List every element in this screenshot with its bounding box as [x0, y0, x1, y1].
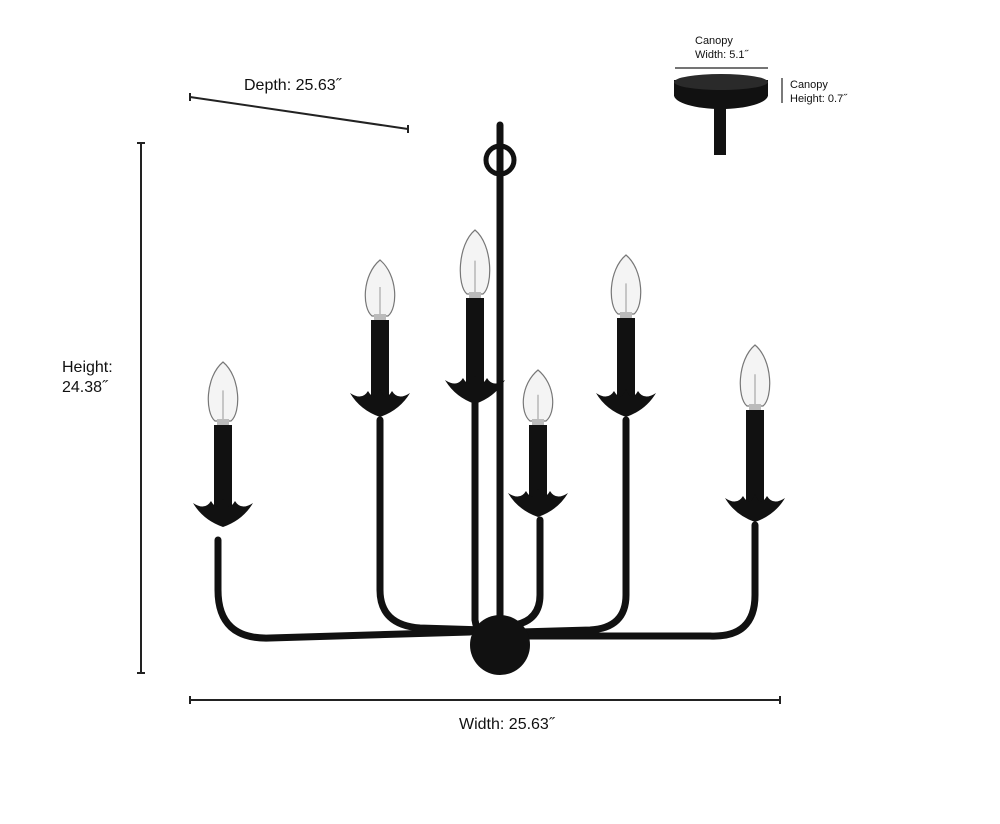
leaf-cup [725, 494, 785, 522]
candle-1 [193, 361, 253, 527]
candle-4 [508, 369, 568, 517]
canopy [674, 74, 768, 155]
leaf-cup [445, 376, 505, 404]
candle-6 [725, 344, 785, 522]
candles [193, 229, 785, 527]
canopy-width-value: Width: 5.1˝ [695, 49, 749, 61]
leaf-cup [508, 489, 568, 517]
leaf-cup [596, 389, 656, 417]
depth-label: Depth: 25.63˝ [244, 77, 341, 94]
height-label: Height: [62, 359, 113, 376]
dimension-lines [137, 67, 783, 704]
candle-3 [445, 229, 505, 404]
leaf-cup [350, 389, 410, 417]
height-value: 24.38˝ [62, 379, 108, 396]
leaf-cup [193, 499, 253, 527]
chandelier-arms [214, 121, 759, 644]
canopy-height-label: Canopy [790, 79, 828, 91]
canopy-width-label: Canopy [695, 35, 733, 47]
center-hub [470, 615, 530, 675]
depth-line [189, 96, 409, 130]
candle-5 [596, 254, 656, 417]
candle-2 [350, 259, 410, 417]
width-label: Width: 25.63˝ [459, 716, 555, 733]
canopy-height-value: Height: 0.7˝ [790, 93, 847, 105]
